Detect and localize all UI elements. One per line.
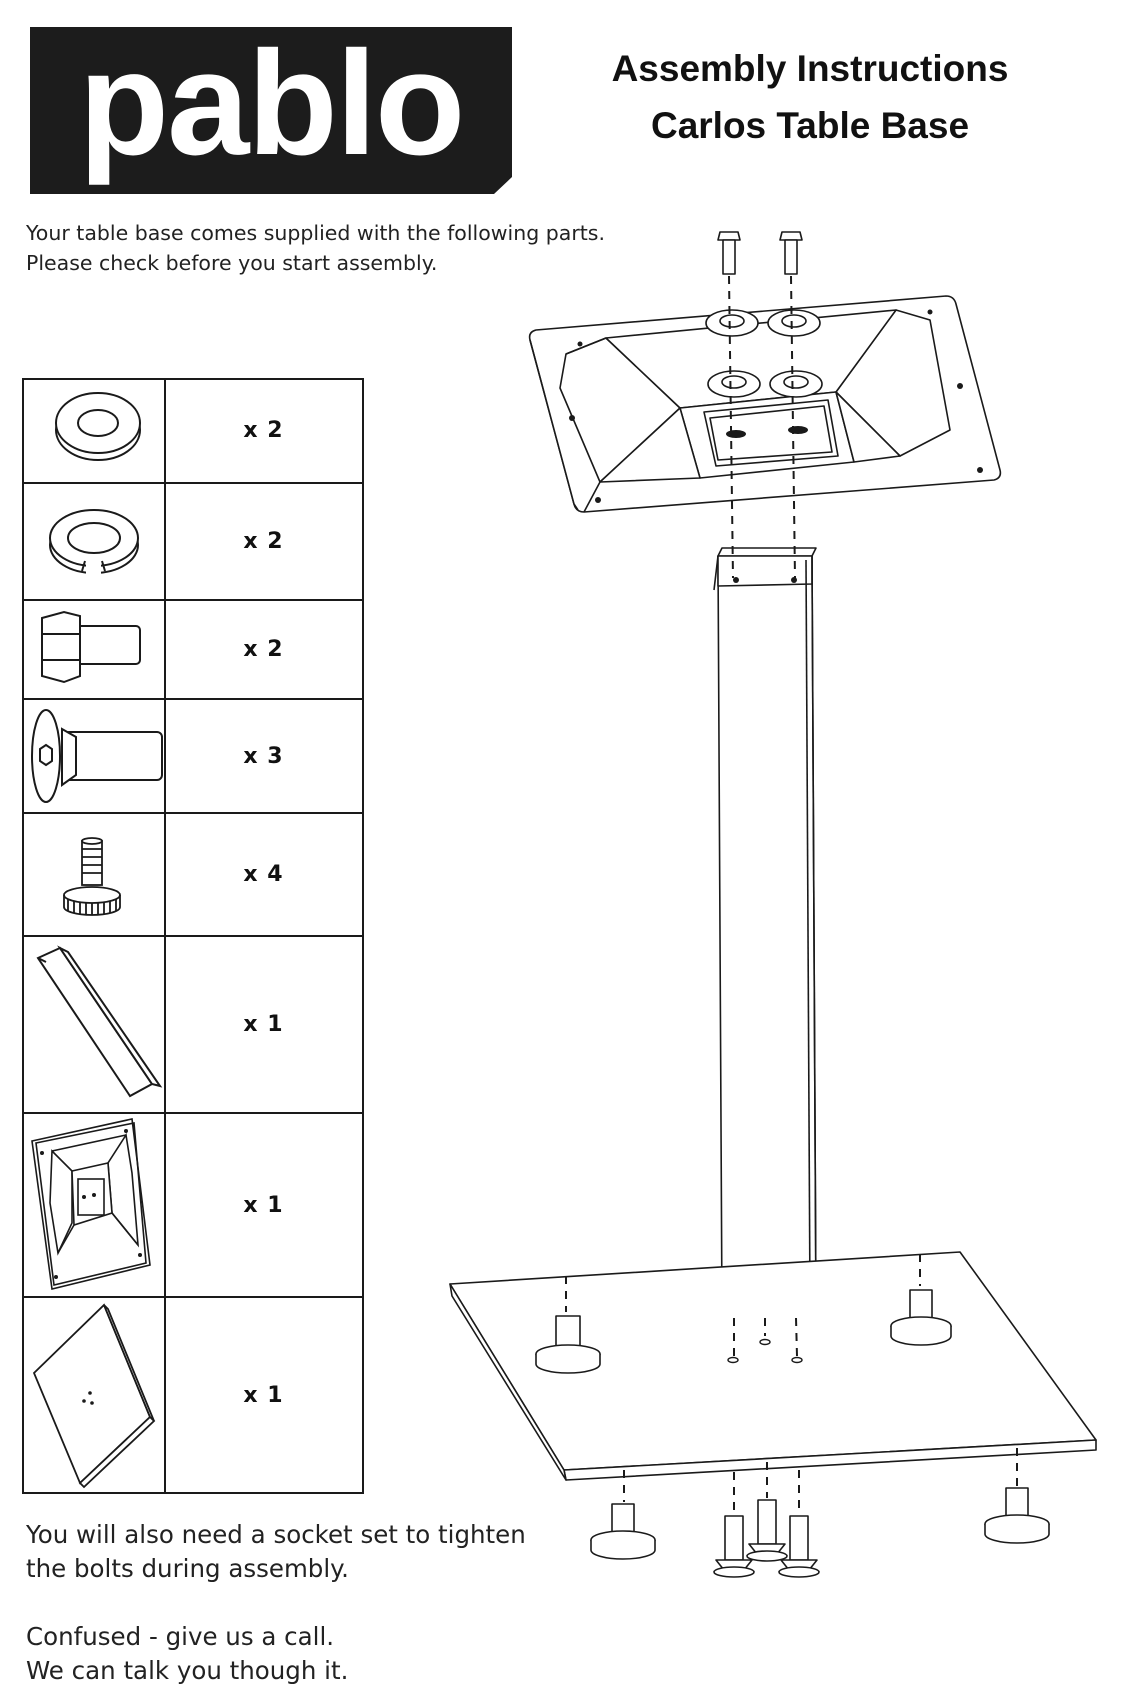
spring-washer-icon xyxy=(22,483,164,600)
leveling-foot-icon xyxy=(535,1315,601,1374)
countersunk-bolt-icon xyxy=(746,1499,788,1562)
brand-logo: pablo xyxy=(30,27,512,194)
part-qty: x 1 xyxy=(243,1012,284,1037)
part-qty: x 4 xyxy=(243,862,284,887)
flat-washer-left-icon xyxy=(705,309,759,337)
spring-washer-right-icon xyxy=(769,370,823,398)
page-title: Assembly Instructions xyxy=(611,48,1009,89)
flat-washer-right-icon xyxy=(767,309,821,337)
intro-text: Your table base comes supplied with the … xyxy=(26,218,605,278)
top-mounting-plate-icon xyxy=(528,295,1002,513)
countersunk-bolt-icon xyxy=(778,1515,820,1578)
leveling-foot-icon xyxy=(22,813,164,936)
base-plate-icon xyxy=(22,1297,164,1493)
intro-line-1: Your table base comes supplied with the … xyxy=(26,221,606,245)
top-plate-icon xyxy=(22,1113,164,1297)
countersunk-bolt-icon xyxy=(713,1515,755,1578)
hex-bolt-top-left-icon xyxy=(717,231,741,275)
tools-note-line-1: You will also need a socket set to tight… xyxy=(26,1520,526,1549)
part-row-top-plate: x 1 xyxy=(22,1113,362,1297)
part-qty: x 2 xyxy=(243,418,284,443)
part-qty: x 2 xyxy=(243,637,284,662)
leveling-foot-icon xyxy=(984,1487,1050,1544)
part-row-base-plate: x 1 xyxy=(22,1297,362,1493)
leveling-foot-icon xyxy=(890,1289,952,1346)
part-row-countersunk-bolt: x 3 xyxy=(22,699,362,813)
hex-bolt-top-right-icon xyxy=(779,231,803,275)
tools-note-line-2: the bolts during assembly. xyxy=(26,1554,349,1583)
help-note: Confused - give us a call. We can talk y… xyxy=(26,1620,348,1688)
part-row-flat-washer: x 2 xyxy=(22,378,362,483)
part-qty: x 1 xyxy=(243,1192,284,1218)
part-qty: x 3 xyxy=(243,743,284,769)
intro-line-2: Please check before you start assembly. xyxy=(26,251,438,275)
column-icon xyxy=(22,936,164,1113)
part-row-leveling-foot: x 4 xyxy=(22,813,362,936)
part-row-column: x 1 xyxy=(22,936,362,1113)
part-qty: x 2 xyxy=(243,529,284,554)
part-row-hex-bolt: x 2 xyxy=(22,600,362,699)
spring-washer-left-icon xyxy=(707,370,761,398)
help-note-line-2: We can talk you though it. xyxy=(26,1656,349,1685)
flat-washer-icon xyxy=(22,378,164,483)
logo-background xyxy=(30,27,512,194)
parts-table-grid xyxy=(22,378,364,1494)
part-qty: x 1 xyxy=(243,1382,284,1408)
page-subtitle: Carlos Table Base xyxy=(650,105,970,146)
part-row-spring-washer: x 2 xyxy=(22,483,362,600)
countersunk-bolt-icon xyxy=(22,699,164,813)
tools-note: You will also need a socket set to tight… xyxy=(26,1518,526,1586)
hex-bolt-icon xyxy=(22,600,164,699)
column-icon xyxy=(713,547,817,1313)
help-note-line-1: Confused - give us a call. xyxy=(26,1622,335,1651)
logo-wordmark: pablo xyxy=(78,20,466,186)
leveling-foot-icon xyxy=(590,1503,656,1560)
base-plate-icon xyxy=(449,1251,1097,1481)
